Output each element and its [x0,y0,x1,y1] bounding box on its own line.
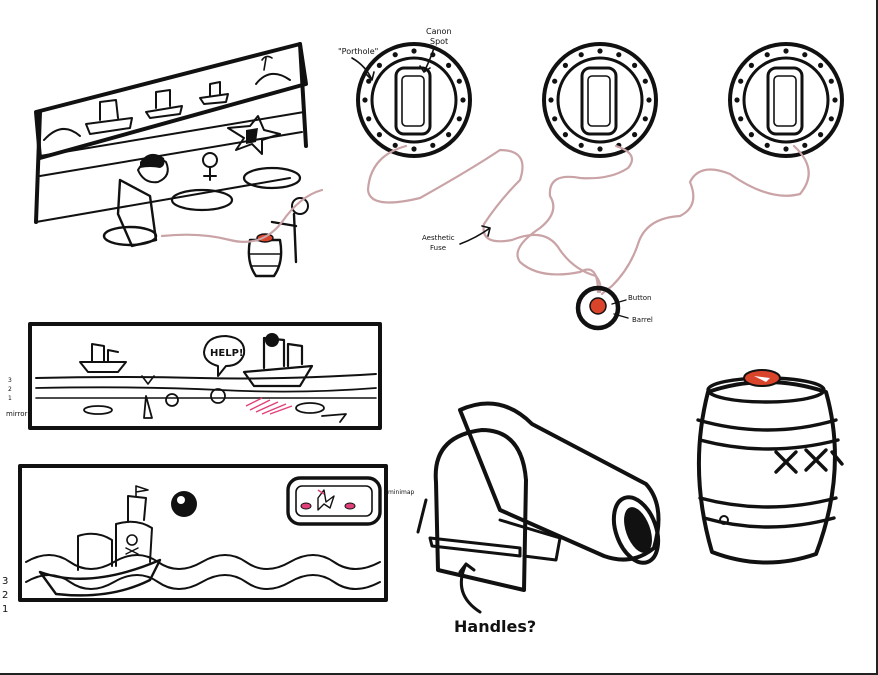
porthole-rivet [802,142,808,148]
porthole-rivet [597,146,603,152]
aesthetic-fuses [366,144,810,296]
porthole-rivet [578,142,584,148]
porthole-rivet [642,78,648,84]
panel3-count-3: 3 [2,576,8,587]
porthole-rivet [411,48,417,54]
porthole-rivet [552,78,558,84]
fuse-label-1: Aesthetic [422,234,455,242]
cannon [416,401,661,592]
panel2-count-1: 1 [8,395,12,402]
porthole-rivet [446,62,452,68]
porthole-rivet [548,97,554,103]
porthole-rivet [376,62,382,68]
porthole-rivet [597,48,603,54]
porthole-rivet [818,132,824,138]
sea-help-panel: HELP! [28,322,382,430]
porthole-rivet [562,62,569,68]
porthole-rivet [446,132,452,138]
porthole-rivet [783,48,789,54]
fuse-label-2: Fuse [430,244,446,252]
porthole-2 [542,42,658,158]
porthole-rivet [456,116,462,122]
porthole-rivet [362,97,368,103]
porthole-rivet [832,97,838,103]
ship-minimap-panel [18,464,388,602]
button-label: Button [628,294,651,302]
porthole-rivet [764,142,770,148]
porthole-rivet [738,78,744,84]
porthole-rivet [828,78,834,84]
porthole-rivet [411,146,417,152]
help-bubble-text: HELP! [210,348,243,359]
minimap-label: minimap [388,489,415,496]
porthole-rivets [362,48,838,152]
porthole-rivet [818,62,824,68]
barrel [696,369,844,565]
panel2-count-3: 3 [8,377,12,384]
cannon-spot-label-2: Spot [430,37,448,46]
pink-splash [245,397,293,415]
porthole-rivet [376,132,382,138]
porthole-label: "Porthole" [338,47,378,56]
porthole-rivet [552,116,558,122]
porthole-rivet [748,62,755,68]
porthole-rivet [632,62,638,68]
porthole-rivet [738,116,744,122]
porthole-rivet [456,78,462,84]
panel2-count-2: 2 [8,386,12,393]
porthole-rivet [562,132,569,138]
porthole-rivet [578,52,584,58]
porthole-rivet [748,132,755,138]
porthole-3 [728,42,844,158]
porthole-1 [356,42,472,158]
porthole-rivet [802,52,808,58]
porthole-rivet [392,52,398,58]
porthole-rivet [366,116,372,122]
porthole-rivet [783,146,789,152]
panel3-count-1: 1 [2,604,8,615]
porthole-rivet [642,116,648,122]
frame-bottom-edge [0,673,878,675]
porthole-rivet [366,78,372,84]
porthole-rivet [828,116,834,122]
handles-label: Handles? [454,617,536,636]
barrel-label: Barrel [632,316,653,324]
porthole-rivet [764,52,770,58]
porthole-rivet [392,142,398,148]
porthole-rivet [734,97,740,103]
porthole-rivet [430,142,436,148]
mirror-label: mirror [6,410,28,418]
frame-right-edge [876,0,878,675]
porthole-rivet [646,97,652,103]
panel3-count-2: 2 [2,590,8,601]
fuse-button [575,285,621,331]
porthole-rivet [460,97,466,103]
room-scene [34,42,324,278]
cannon-spot-label-1: Canon [426,27,452,36]
porthole-rivet [632,132,638,138]
porthole-rivet [616,52,622,58]
